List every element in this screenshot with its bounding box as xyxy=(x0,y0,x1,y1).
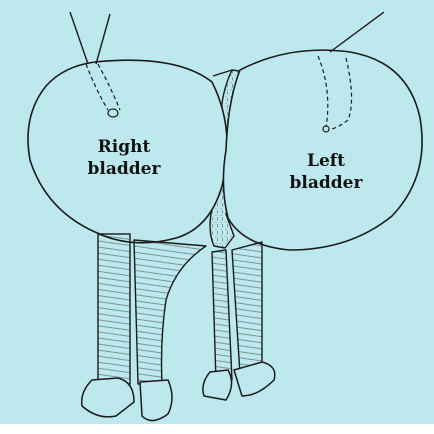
left-bladder-label: Left bladder xyxy=(270,150,382,194)
left-bladder-label-line2: bladder xyxy=(270,172,382,194)
right-bladder-label-line2: bladder xyxy=(68,158,180,180)
left-glans-1 xyxy=(203,370,232,400)
right-bladder-label: Right bladder xyxy=(68,136,180,180)
left-bladder-label-line1: Left xyxy=(270,150,382,172)
bottom-white-margin xyxy=(0,424,434,434)
right-glans-2 xyxy=(140,380,172,421)
right-bladder-label-line1: Right xyxy=(68,136,180,158)
left-ureteral-orifice xyxy=(323,126,329,132)
right-ureteral-orifice xyxy=(108,109,118,117)
right-shaft-outer xyxy=(98,234,130,384)
